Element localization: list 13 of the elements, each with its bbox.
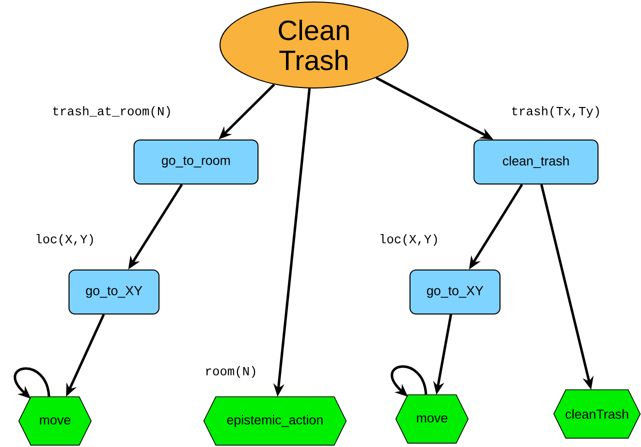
task-box: go_to_room <box>134 140 258 184</box>
edge-label: room(N) <box>204 365 258 379</box>
edge-label: trash(Tx,Ty) <box>510 105 602 119</box>
edge-label: loc(X,Y) <box>378 233 440 247</box>
action-hexagon: epistemic_action <box>203 396 347 446</box>
task-box: clean_trash <box>474 140 598 184</box>
task-box: go_to_XY <box>68 270 160 314</box>
action-hexagon: move <box>395 394 469 444</box>
task-box: go_to_XY <box>410 270 500 314</box>
action-hexagon: move <box>18 396 92 446</box>
edge-label: trash_at_room(N) <box>51 105 174 119</box>
action-hexagon: cleanTrash <box>553 389 641 439</box>
edge-label: loc(X,Y) <box>34 233 96 247</box>
